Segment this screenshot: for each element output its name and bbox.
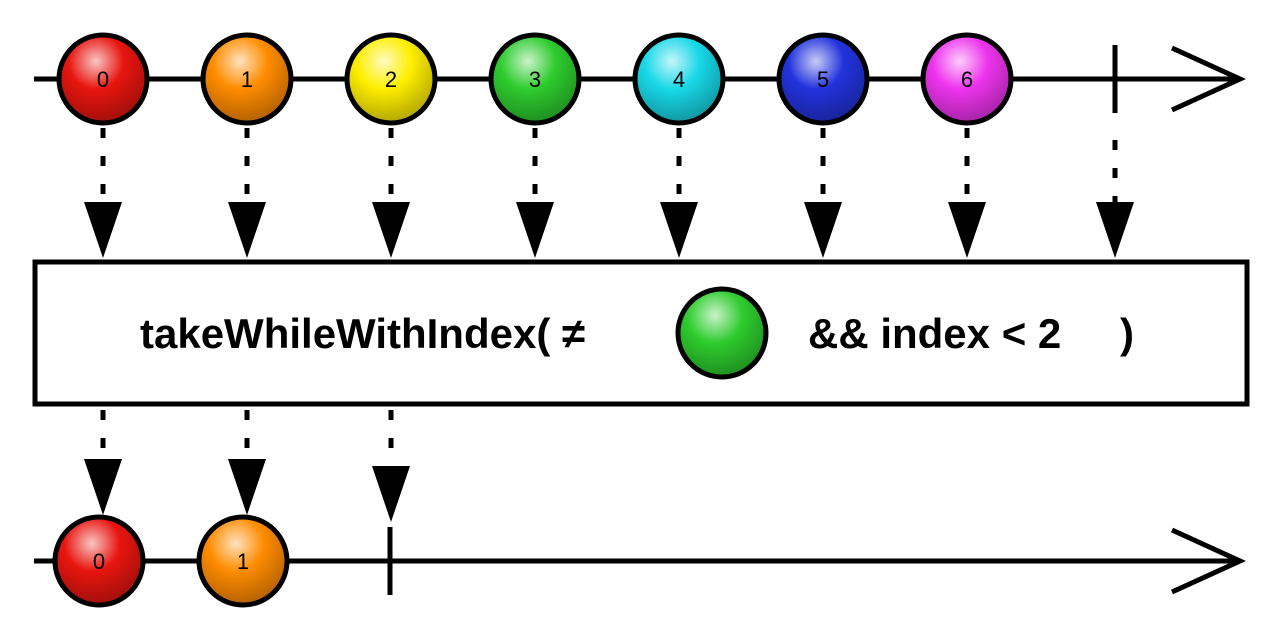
input-marble-4-label: 4 [673, 67, 685, 92]
input-marble-0-label: 0 [97, 67, 109, 92]
input-marble-3-label: 3 [529, 67, 541, 92]
input-flow-arrow-0-head-icon [84, 202, 122, 258]
input-marble-5-circle [776, 32, 870, 126]
output-flow-arrow-0 [84, 410, 122, 515]
input-flow-arrow-1 [228, 128, 266, 258]
operator-close: ) [1120, 310, 1134, 357]
input-flow-arrows [84, 128, 1134, 258]
input-flow-arrow-completion [1096, 140, 1134, 258]
output-flow-arrow-completion [372, 410, 410, 522]
input-flow-arrow-2-head-icon [372, 202, 410, 258]
input-marble-0-circle [56, 32, 150, 126]
input-marble-5: 5 [776, 32, 870, 126]
input-marble-6: 6 [920, 32, 1014, 126]
input-marble-6-label: 6 [961, 67, 973, 92]
input-flow-arrow-6 [948, 128, 986, 258]
input-marble-2-circle [344, 32, 438, 126]
input-marble-3: 3 [488, 32, 582, 126]
output-flow-arrow-1-head-icon [228, 459, 266, 515]
output-flow-arrow-1 [228, 410, 266, 515]
output-marble-0: 0 [52, 514, 146, 608]
input-marbles: 0 1 2 3 4 5 6 [56, 32, 1118, 126]
output-flow-arrow-0-head-icon [84, 459, 122, 515]
input-flow-arrow-3 [516, 128, 554, 258]
output-flow-arrow-completion-head-icon [372, 466, 410, 522]
input-marble-2: 2 [344, 32, 438, 126]
input-flow-arrow-4-head-icon [660, 202, 698, 258]
operator-box: takeWhileWithIndex( ≠ && index < 2 ) [32, 259, 1250, 407]
input-flow-arrow-completion-head-icon [1096, 202, 1134, 258]
output-flow-arrows [84, 410, 410, 522]
input-marble-2-label: 2 [385, 67, 397, 92]
input-marble-1-label: 1 [241, 67, 253, 92]
input-marble-0: 0 [56, 32, 150, 126]
input-flow-arrow-0 [84, 128, 122, 258]
output-marble-0-circle [52, 514, 146, 608]
output-timeline-arrow-icon [1170, 527, 1247, 595]
input-flow-arrow-4 [660, 128, 698, 258]
input-marble-5-label: 5 [817, 67, 829, 92]
input-marble-3-circle [488, 32, 582, 126]
input-timeline-arrow-icon [1170, 45, 1247, 113]
output-marble-1-label: 1 [237, 549, 249, 574]
input-flow-arrow-3-head-icon [516, 202, 554, 258]
input-flow-arrow-6-head-icon [948, 202, 986, 258]
input-flow-arrow-5-head-icon [804, 202, 842, 258]
operator-suffix: && index < 2 [808, 310, 1061, 357]
input-marble-1: 1 [200, 32, 294, 126]
input-marble-4-circle [632, 32, 726, 126]
predicate-marble [675, 286, 769, 380]
output-marble-0-label: 0 [93, 549, 105, 574]
output-marble-1: 1 [196, 514, 290, 608]
input-marble-4: 4 [632, 32, 726, 126]
input-marble-1-circle [200, 32, 294, 126]
operator-prefix: takeWhileWithIndex( ≠ [140, 310, 585, 357]
input-flow-arrow-1-head-icon [228, 202, 266, 258]
output-marble-1-circle [196, 514, 290, 608]
input-marble-6-circle [920, 32, 1014, 126]
input-flow-arrow-5 [804, 128, 842, 258]
input-flow-arrow-2 [372, 128, 410, 258]
